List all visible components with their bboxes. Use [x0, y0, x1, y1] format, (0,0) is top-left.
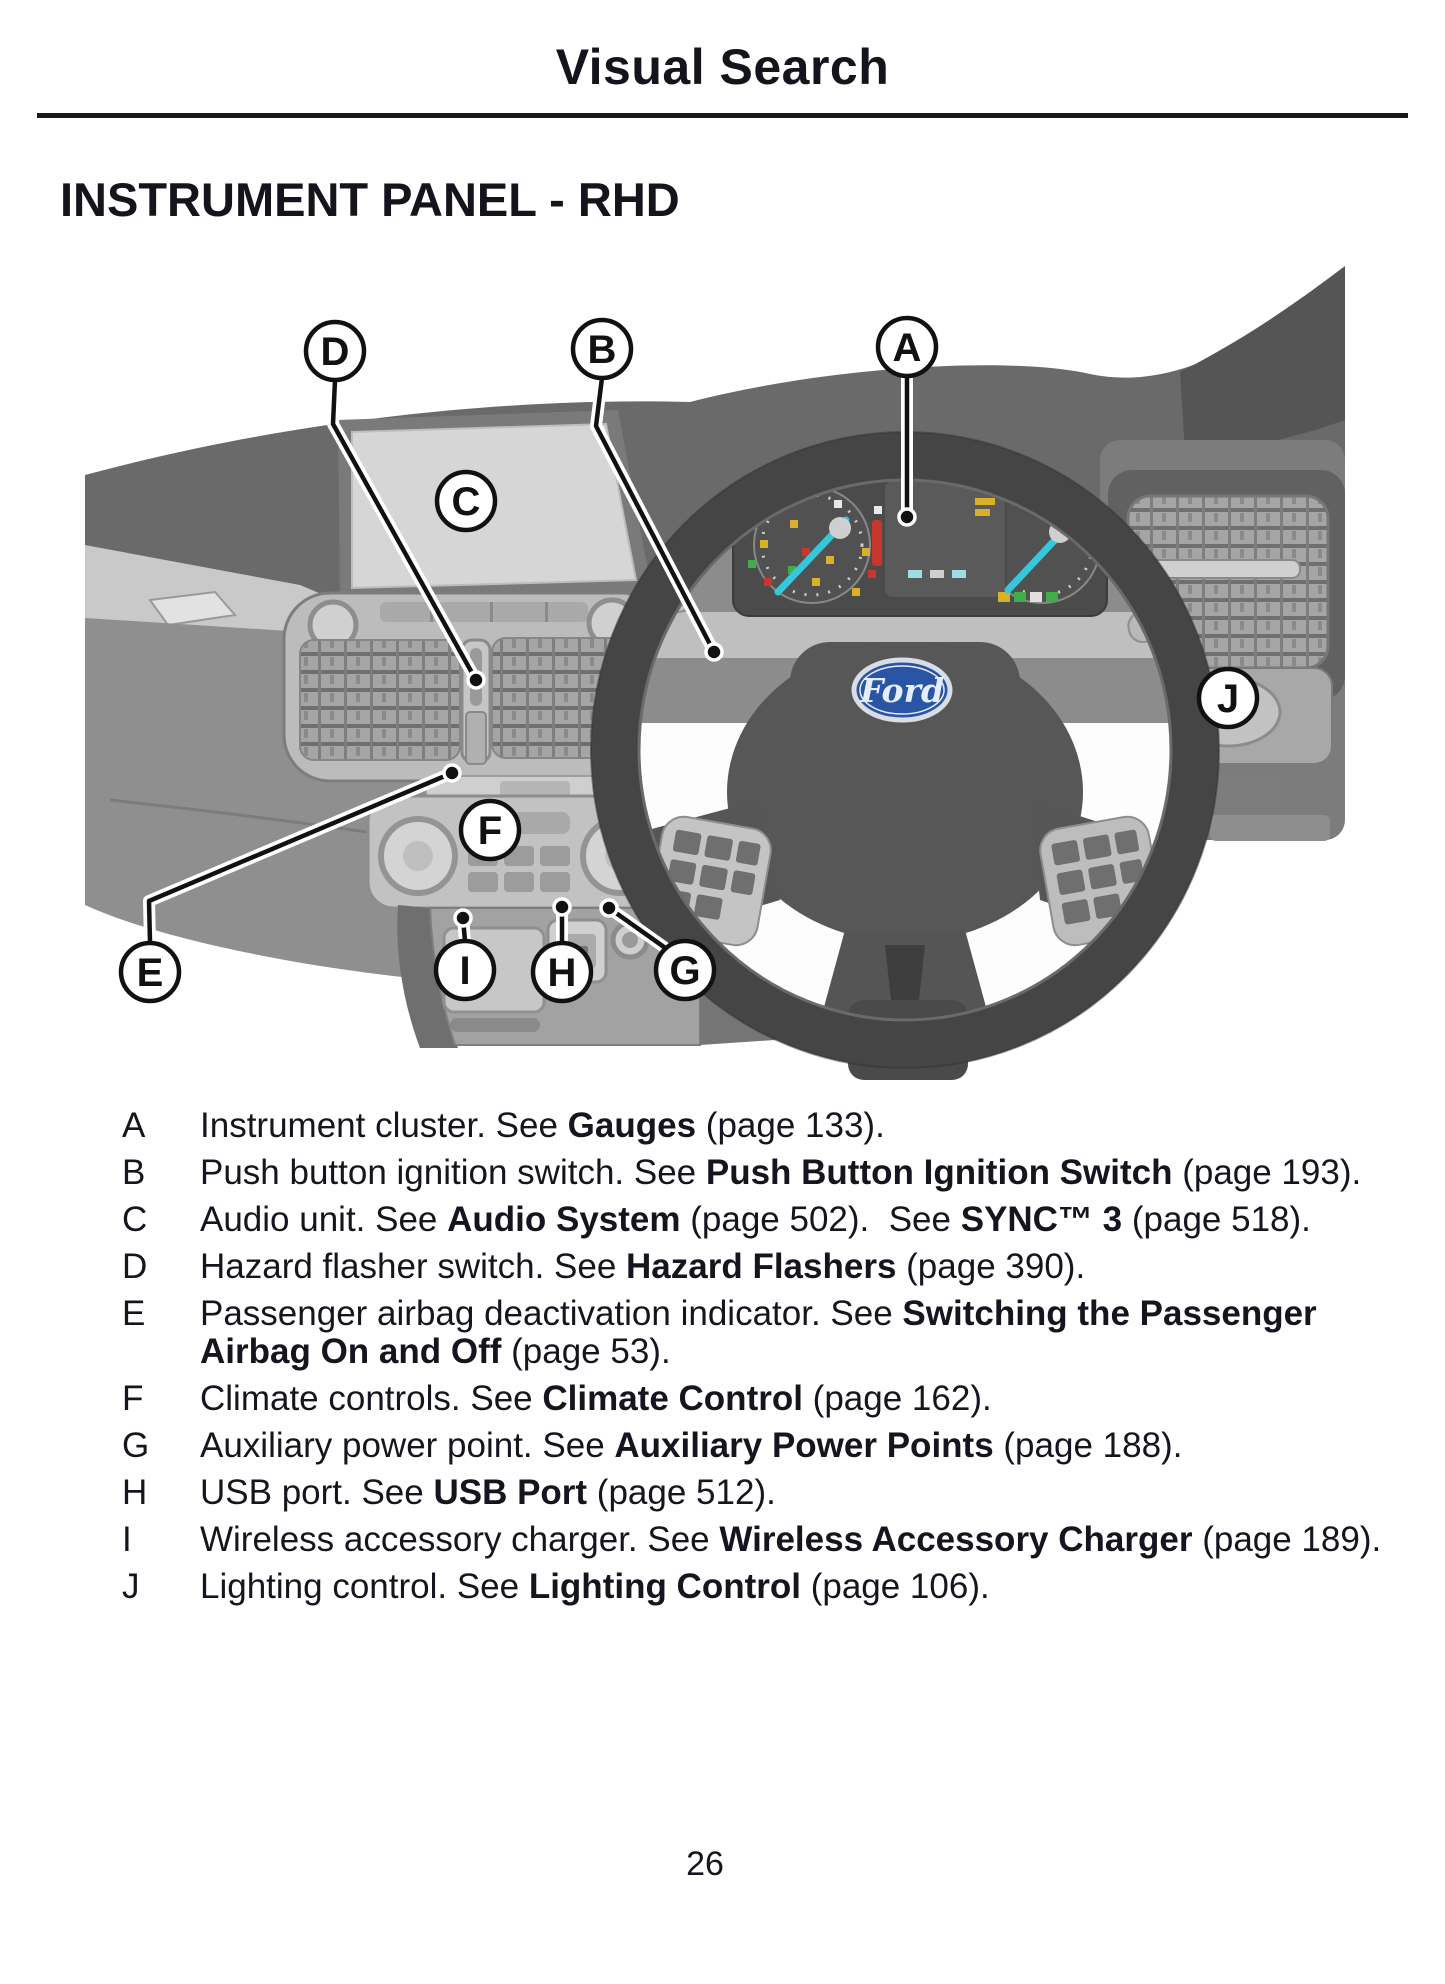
callout-c: C — [434, 469, 498, 533]
legend-letter: B — [122, 1153, 146, 1192]
legend-item-j: J Lighting control. See Lighting Control… — [122, 1568, 1390, 1606]
legend-text: Passenger airbag deactivation indicator.… — [200, 1294, 1326, 1371]
legend-text: Lighting control. See Lighting Control (… — [200, 1567, 990, 1606]
steering-wheel: Ford — [590, 431, 1220, 1080]
callout-b-label: B — [588, 328, 617, 372]
title-divider — [37, 113, 1408, 118]
legend: A Instrument cluster. See Gauges (page 1… — [122, 1107, 1390, 1615]
legend-letter: F — [122, 1379, 144, 1418]
climate-control-panel — [366, 794, 670, 910]
leader-line-a — [897, 370, 917, 527]
callout-j-label: J — [1217, 677, 1239, 721]
legend-item-h: H USB port. See USB Port (page 512). — [122, 1474, 1390, 1512]
leader-line-i — [453, 908, 473, 947]
callout-i-label: I — [459, 949, 470, 993]
legend-letter: E — [122, 1294, 146, 1333]
legend-text: Auxiliary power point. See Auxiliary Pow… — [200, 1426, 1183, 1465]
legend-letter: I — [122, 1520, 132, 1559]
callout-a: A — [875, 315, 939, 379]
callout-e-label: E — [137, 951, 164, 995]
ford-logo-text: Ford — [859, 671, 944, 710]
legend-item-d: D Hazard flasher switch. See Hazard Flas… — [122, 1248, 1390, 1286]
callout-d: D — [303, 319, 367, 383]
legend-text: Push button ignition switch. See Push Bu… — [200, 1153, 1362, 1192]
legend-letter: J — [122, 1567, 140, 1606]
callout-j: J — [1196, 666, 1260, 730]
callout-h-label: H — [548, 951, 577, 995]
section-heading: INSTRUMENT PANEL - RHD — [60, 173, 680, 226]
callouts: A B C D E F G — [118, 315, 1260, 1004]
callout-d-label: D — [321, 330, 350, 374]
page-number: 26 — [686, 1845, 724, 1883]
callout-i: I — [433, 938, 497, 1002]
legend-item-c: C Audio unit. See Audio System (page 502… — [122, 1201, 1390, 1239]
legend-letter: A — [122, 1106, 146, 1145]
legend-item-a: A Instrument cluster. See Gauges (page 1… — [122, 1107, 1390, 1145]
callout-h: H — [530, 940, 594, 1004]
page-title: Visual Search — [555, 39, 890, 95]
legend-item-i: I Wireless accessory charger. See Wirele… — [122, 1521, 1390, 1559]
legend-item-f: F Climate controls. See Climate Control … — [122, 1380, 1390, 1418]
instrument-panel-diagram: Ford — [85, 266, 1345, 1080]
legend-text: USB port. See USB Port (page 512). — [200, 1473, 776, 1512]
door-handle — [148, 590, 237, 627]
legend-letter: G — [122, 1426, 150, 1465]
callout-a-label: A — [893, 326, 922, 370]
legend-text: Climate controls. See Climate Control (p… — [200, 1379, 992, 1418]
callout-f: F — [458, 798, 522, 862]
legend-text: Wireless accessory charger. See Wireless… — [200, 1520, 1382, 1559]
ford-logo: Ford — [851, 657, 953, 723]
callout-g: G — [653, 938, 717, 1002]
leader-line-b — [590, 372, 724, 662]
leader-line-e — [143, 763, 462, 948]
legend-text: Audio unit. See Audio System (page 502).… — [200, 1200, 1311, 1239]
leader-line-g — [599, 898, 670, 953]
legend-text: Hazard flasher switch. See Hazard Flashe… — [200, 1247, 1086, 1286]
legend-letter: H — [122, 1473, 148, 1512]
callout-e: E — [118, 940, 182, 1004]
callout-f-label: F — [478, 809, 502, 853]
leader-line-h — [552, 897, 572, 949]
callout-g-label: G — [669, 949, 700, 993]
legend-text: Instrument cluster. See Gauges (page 133… — [200, 1106, 885, 1145]
callout-c-label: C — [452, 480, 481, 524]
legend-letter: D — [122, 1247, 148, 1286]
legend-item-e: E Passenger airbag deactivation indicato… — [122, 1295, 1390, 1371]
legend-letter: C — [122, 1200, 148, 1239]
leader-lines — [143, 370, 917, 953]
steering-hub: Ford — [647, 642, 1164, 1040]
legend-item-g: G Auxiliary power point. See Auxiliary P… — [122, 1427, 1390, 1465]
leader-line-d — [327, 374, 486, 690]
legend-item-b: B Push button ignition switch. See Push … — [122, 1154, 1390, 1192]
callout-b: B — [570, 317, 634, 381]
